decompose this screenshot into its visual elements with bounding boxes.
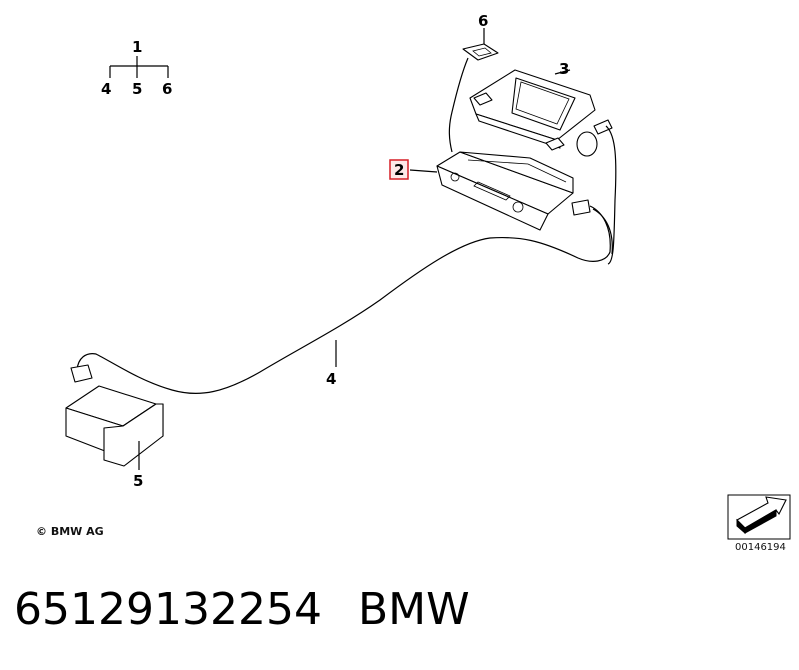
arrow-icon — [727, 494, 791, 540]
part-number: 65129132254 — [14, 584, 322, 635]
control-unit-part — [409, 151, 591, 231]
callout-label: 3 — [559, 60, 569, 78]
antenna-pad-part — [448, 28, 499, 153]
copyright-notice: © BMW AG — [36, 525, 104, 538]
storage-box-part — [65, 385, 164, 470]
callout-label: 5 — [133, 472, 143, 490]
callout-2: 2 — [389, 159, 409, 180]
legend-child-label: 6 — [162, 80, 172, 98]
brand-name: BMW — [357, 584, 470, 635]
footer-title: 65129132254 BMW — [14, 584, 470, 635]
legend-child-label: 5 — [132, 80, 142, 98]
legend-parent-label: 1 — [132, 38, 142, 56]
display-unit-part — [469, 69, 617, 265]
cable-part — [70, 205, 613, 395]
legend-child-label: 4 — [101, 80, 111, 98]
legend-tree: 1 4 5 6 — [101, 38, 172, 98]
callout-label: 2 — [394, 161, 404, 179]
highlight-box — [389, 159, 409, 180]
diagram-id: 00146194 — [735, 542, 786, 553]
callout-label: 6 — [478, 12, 488, 30]
callout-label: 4 — [326, 370, 336, 388]
